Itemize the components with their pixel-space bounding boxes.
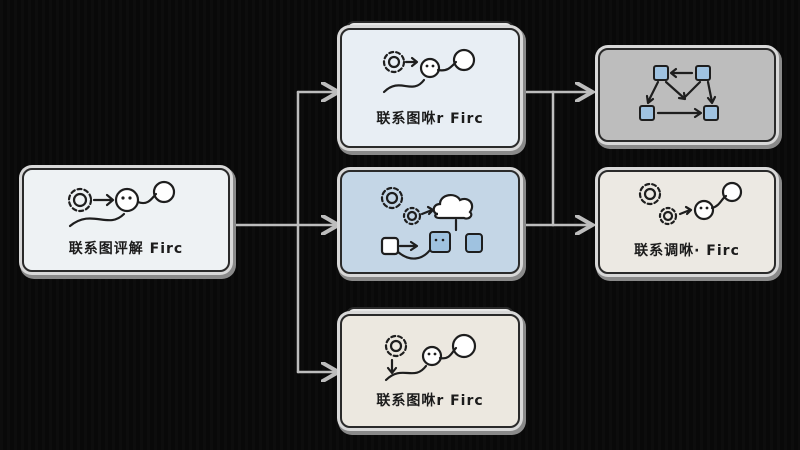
gear-icon [638,182,662,206]
branch-mid-bg [340,170,520,274]
gear-icon [67,187,93,213]
branch-bottom-bg [340,314,520,428]
branch-top-illustration [382,48,476,94]
source-node-bg [22,168,230,272]
branch-mid-illustration [380,186,483,260]
gear-icon [658,206,678,226]
gear-icon [380,186,404,210]
character-icon [693,181,743,221]
output-bottom-bg [598,170,776,274]
flow-box-icon [380,231,483,260]
source-illustration [67,180,176,228]
character-icon [382,48,476,94]
branch-top-label: 联系图咻r Firc [376,111,484,127]
output-bottom-label: 联系调咻· Firc [634,243,740,259]
source-node-label: 联系图评解 Firc [68,241,184,257]
network-icon [639,65,719,121]
branch-mid-node[interactable] [340,170,520,274]
gear-icon [382,50,406,74]
output-top-node[interactable] [598,48,776,142]
cloud-icon [432,194,474,220]
branch-bottom-node[interactable]: 联系图咻r Firc [340,307,520,428]
character-icon [68,180,176,228]
gear-icon [402,206,422,226]
gear-icon [84,354,85,355]
output-bottom-node[interactable]: 联系调咻· Firc [598,170,776,274]
branch-bottom-illustration [384,333,477,382]
branch-bottom-label: 联系图咻r Firc [376,393,484,409]
character-icon [384,333,477,382]
branch-top-bg [340,28,520,148]
branch-top-node[interactable]: 联系图咻r Firc [340,21,520,148]
source-node[interactable]: 联系图评解 Firc [22,168,230,272]
gear-icon [384,334,408,358]
output-bottom-illustration [638,181,743,226]
